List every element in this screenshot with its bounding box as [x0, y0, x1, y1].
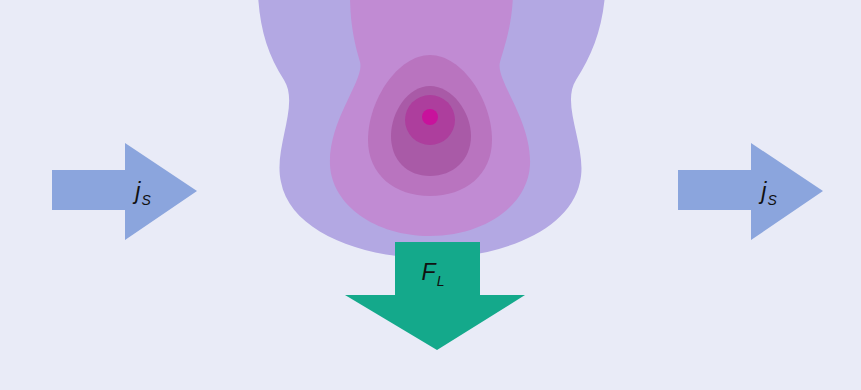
- subscript: L: [437, 273, 445, 289]
- contour-2: [330, 0, 530, 236]
- arrow-shape: [678, 143, 823, 240]
- symbol: j: [761, 178, 766, 204]
- contour-4: [391, 86, 471, 176]
- arrow-body: [678, 143, 823, 240]
- arrow-shape: [52, 143, 197, 240]
- arrow-body: [345, 242, 525, 350]
- contour-3: [368, 55, 492, 196]
- center-dot: [422, 109, 438, 125]
- arrow-shape: [345, 242, 525, 350]
- symbol-label: jS: [761, 180, 776, 203]
- lorentz-force-arrow: FL: [345, 242, 525, 350]
- subscript: S: [141, 192, 150, 208]
- symbol-label: FL: [422, 261, 445, 284]
- symbol: F: [422, 259, 436, 285]
- outer-contour: [258, 0, 605, 258]
- subscript: S: [767, 192, 776, 208]
- spin-current-arrow: jS: [52, 143, 197, 240]
- contour-5: [405, 95, 455, 145]
- symbol: j: [135, 178, 140, 204]
- spin-current-arrow: jS: [678, 143, 823, 240]
- symbol-label: jS: [135, 180, 150, 203]
- arrow-body: [52, 143, 197, 240]
